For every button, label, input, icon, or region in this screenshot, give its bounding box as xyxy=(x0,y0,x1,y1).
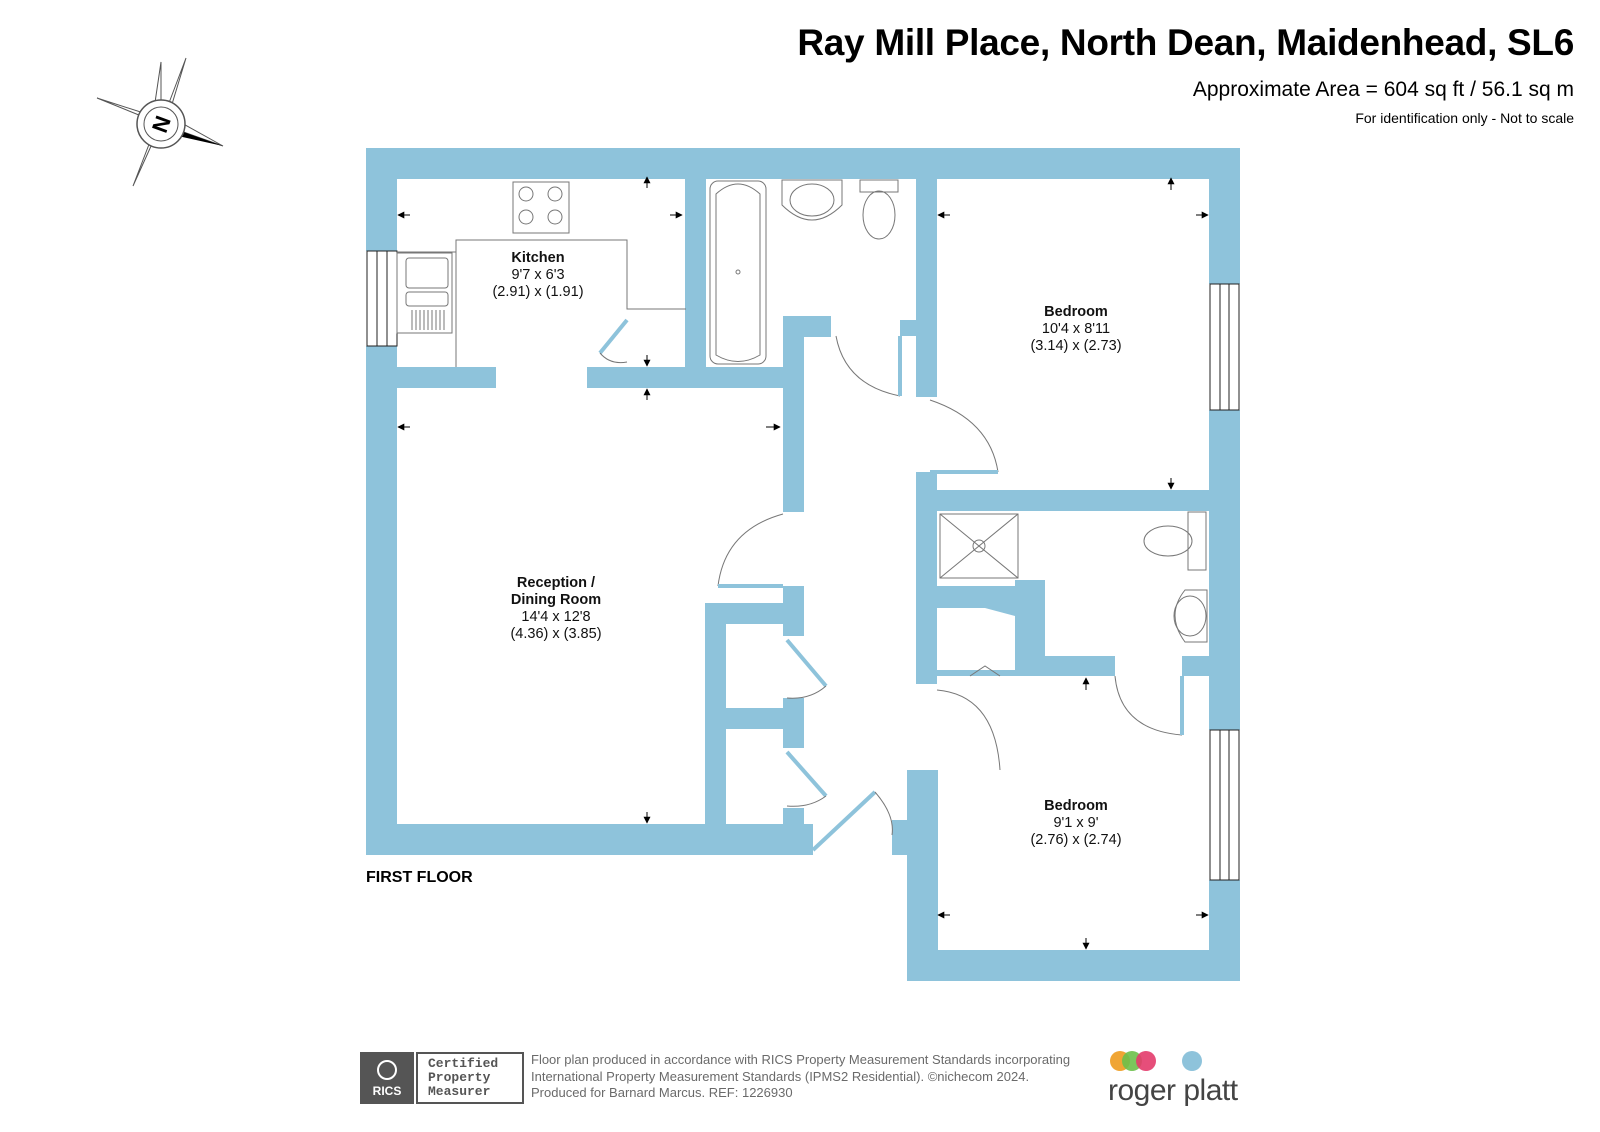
bedroom1-name: Bedroom xyxy=(1044,304,1108,320)
reception-imperial: 14'4 x 12'8 xyxy=(521,609,590,625)
brand-logo: roger platt xyxy=(1108,1074,1238,1107)
basin-icon xyxy=(781,179,843,221)
bedroom1-imperial: 10'4 x 8'11 xyxy=(1042,321,1110,337)
certified-line-1: Certified xyxy=(428,1056,499,1071)
footer-line-1: Floor plan produced in accordance with R… xyxy=(531,1052,1071,1067)
reception-name-line2: Dining Room xyxy=(511,592,601,608)
brand-dot-pink xyxy=(1136,1051,1156,1071)
floor-label: FIRST FLOOR xyxy=(366,869,473,886)
windows xyxy=(366,250,1240,881)
certified-line-3: Measurer xyxy=(428,1084,491,1099)
kitchen-window xyxy=(366,250,398,347)
certified-measurer-badge: Certified Property Measurer xyxy=(416,1052,524,1104)
sink-icon xyxy=(396,252,453,334)
ensuite-toilet-icon xyxy=(1143,511,1207,571)
room-reception: Reception / Dining Room 14'4 x 12'8 (4.3… xyxy=(510,575,601,642)
certified-line-2: Property xyxy=(428,1070,491,1085)
bedroom2-imperial: 9'1 x 9' xyxy=(1053,815,1098,831)
hob-icon xyxy=(512,181,570,234)
reception-name-line1: Reception / xyxy=(517,575,595,591)
measurement-arrows xyxy=(397,176,1209,950)
rics-logo: RICS xyxy=(360,1052,414,1104)
fixtures xyxy=(396,179,1208,852)
room-kitchen: Kitchen 9'7 x 6'3 (2.91) x (1.91) xyxy=(492,250,583,300)
compass-rose-icon: N xyxy=(96,57,224,187)
rics-logo-text: RICS xyxy=(372,1084,402,1098)
walls xyxy=(366,148,1240,981)
kitchen-metric: (2.91) x (1.91) xyxy=(492,284,583,300)
kitchen-name: Kitchen xyxy=(511,250,564,266)
footer-line-3: Produced for Barnard Marcus. REF: 122693… xyxy=(531,1085,793,1100)
approximate-area: Approximate Area = 604 sq ft / 56.1 sq m xyxy=(1192,78,1574,101)
brand-dot-blue xyxy=(1182,1051,1202,1071)
reception-metric: (4.36) x (3.85) xyxy=(510,626,601,642)
room-bedroom-2: Bedroom 9'1 x 9' (2.76) x (2.74) xyxy=(1030,798,1121,848)
bath-icon xyxy=(709,180,767,365)
bedroom2-window xyxy=(1209,729,1240,881)
room-bedroom-1: Bedroom 10'4 x 8'11 (3.14) x (2.73) xyxy=(1030,304,1121,354)
toilet-icon xyxy=(859,179,899,240)
brand-dots-icon xyxy=(1110,1051,1212,1071)
kitchen-imperial: 9'7 x 6'3 xyxy=(511,267,564,283)
bedroom2-metric: (2.76) x (2.74) xyxy=(1030,832,1121,848)
shower-icon xyxy=(939,513,1019,579)
footer-disclaimer: Floor plan produced in accordance with R… xyxy=(531,1052,1070,1102)
identification-note: For identification only - Not to scale xyxy=(1355,110,1574,126)
bedroom2-name: Bedroom xyxy=(1044,798,1108,814)
property-title: Ray Mill Place, North Dean, Maidenhead, … xyxy=(797,22,1574,63)
bedroom1-window xyxy=(1209,283,1240,411)
rics-lion-icon xyxy=(377,1060,397,1080)
bedroom1-metric: (3.14) x (2.73) xyxy=(1030,338,1121,354)
footer-line-2: International Property Measurement Stand… xyxy=(531,1068,1030,1084)
ensuite-basin-icon xyxy=(1173,589,1208,643)
